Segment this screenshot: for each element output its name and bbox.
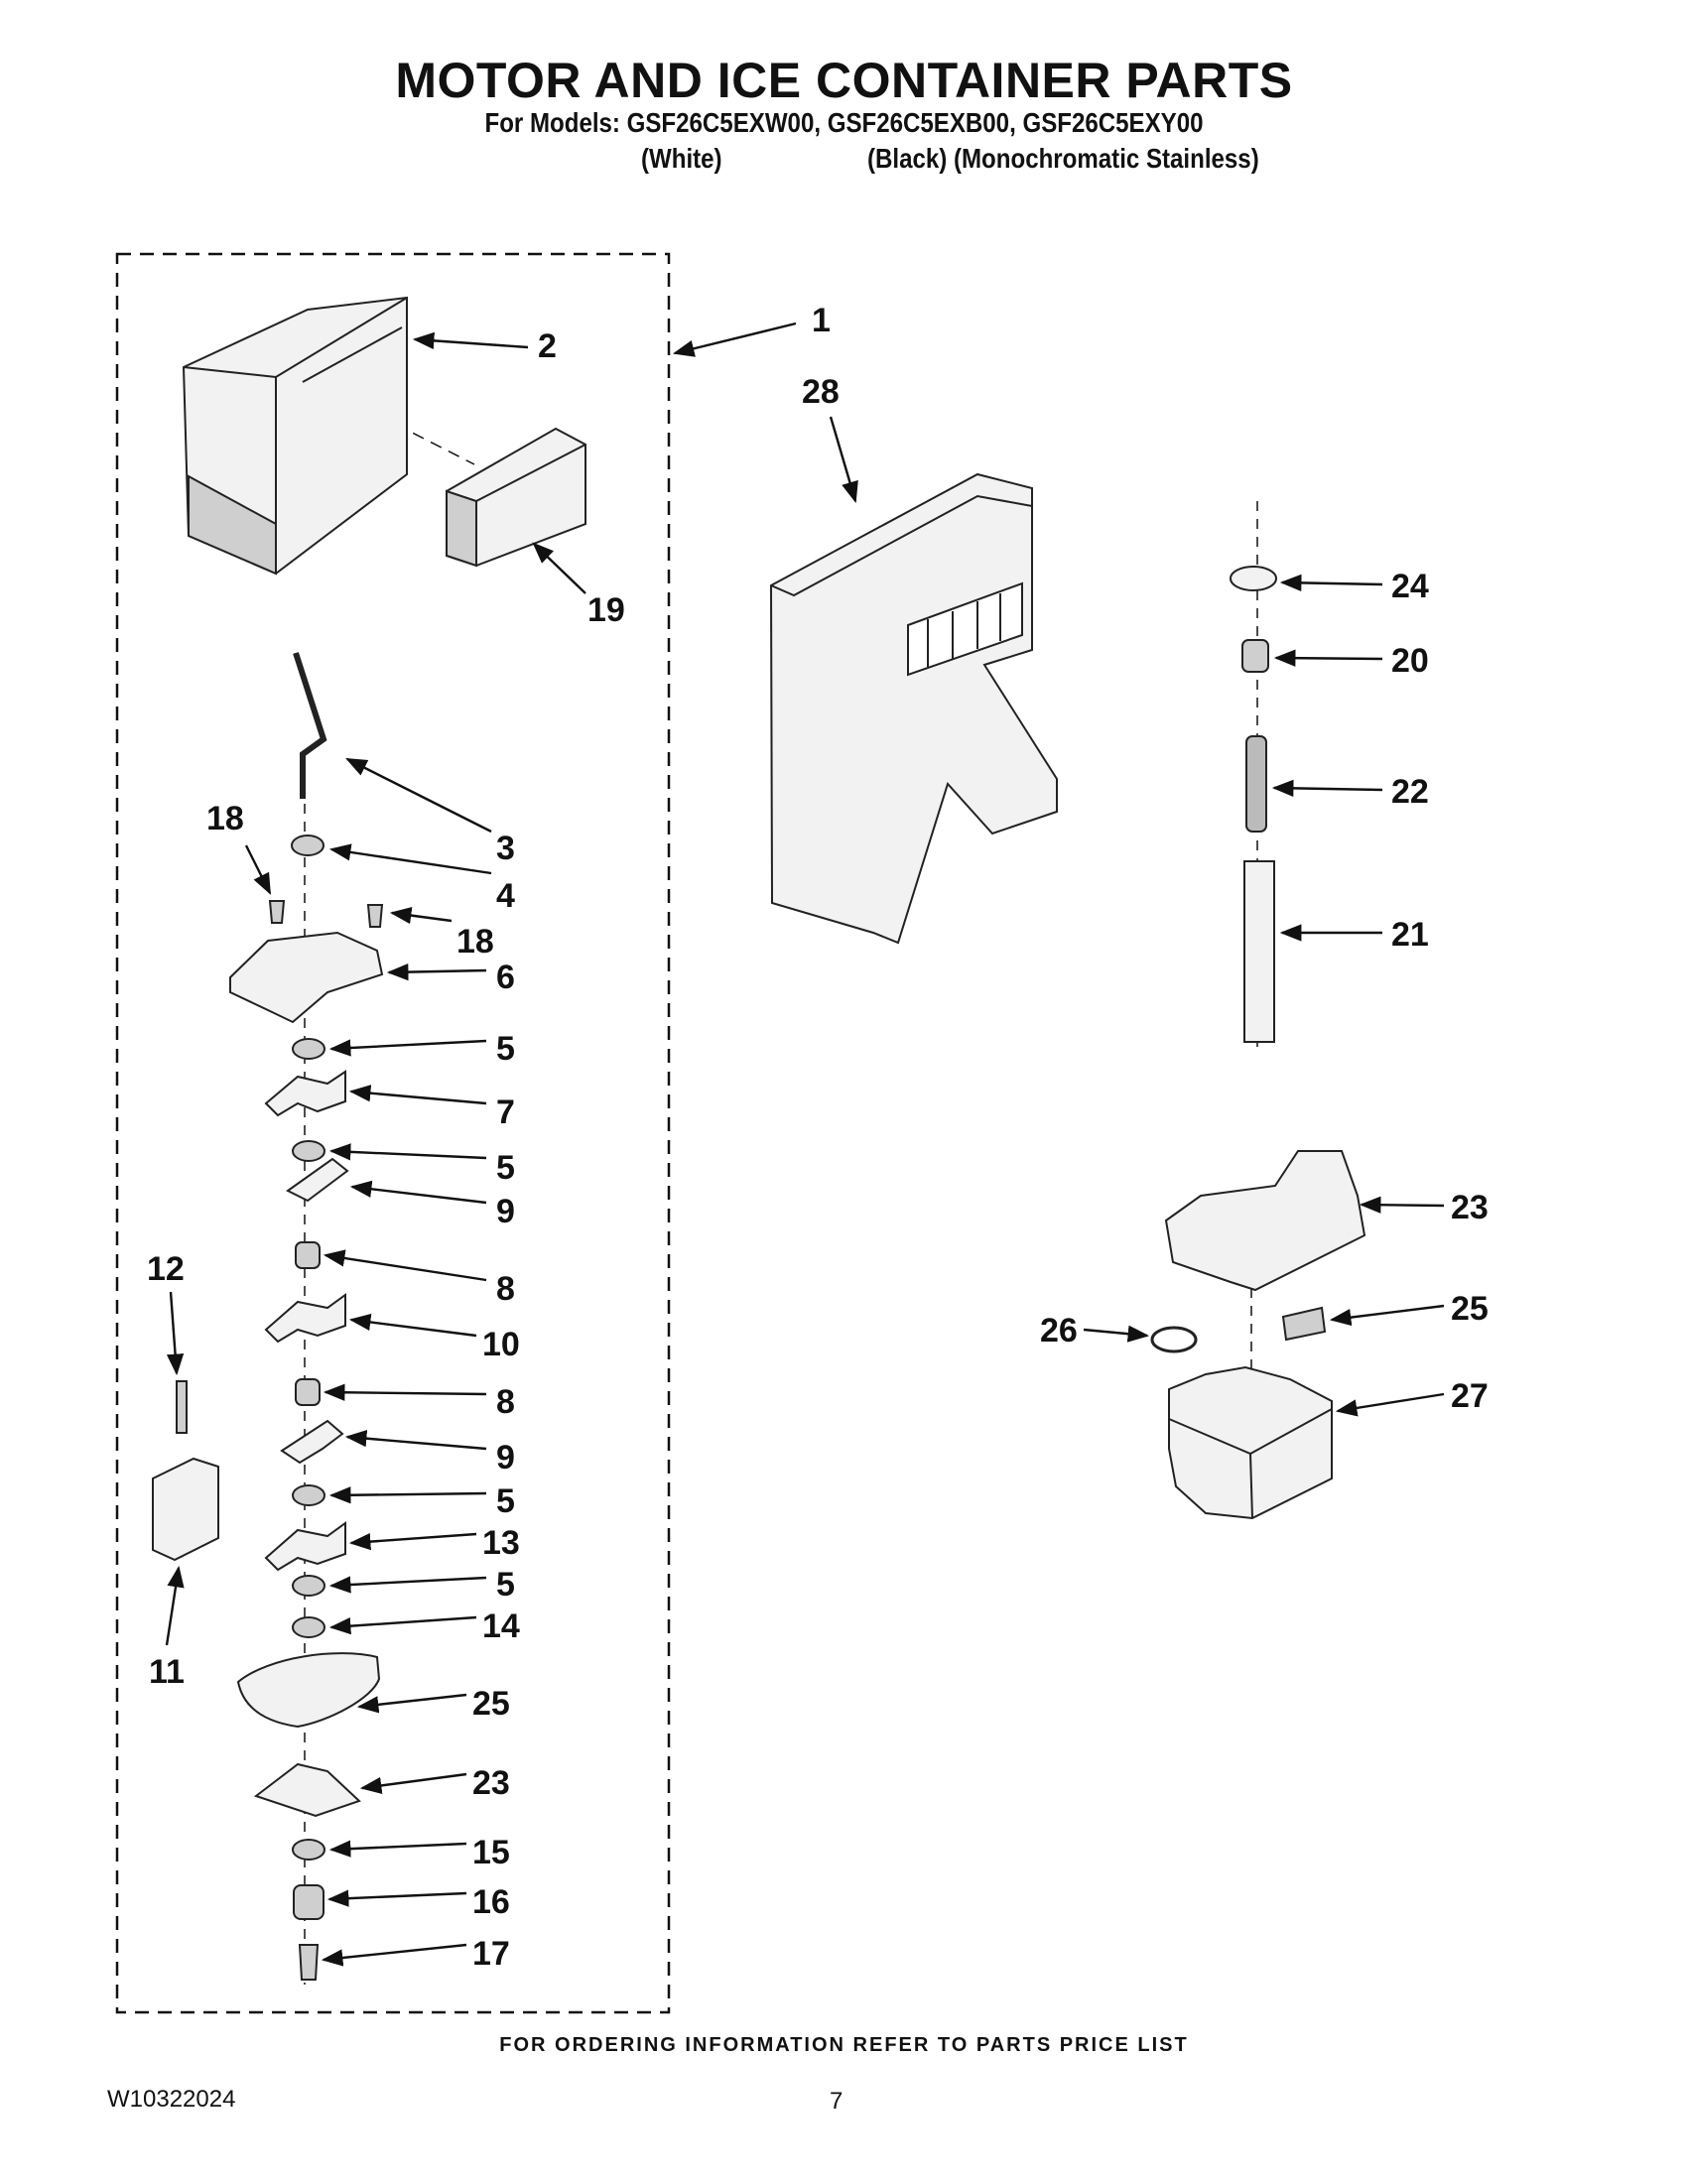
spacer-15 [292,1839,325,1861]
callout-3: 3 [496,830,515,867]
ice-container-part [182,296,408,576]
gasket-26 [1150,1326,1198,1353]
spacer-5c [292,1484,325,1506]
callout-5a: 5 [496,1030,515,1068]
callout-7: 7 [496,1093,515,1131]
screw-18a [268,900,286,924]
screw-18b [366,904,384,928]
callout-27: 27 [1451,1377,1489,1415]
callout-20: 20 [1391,642,1429,680]
callout-2: 2 [538,327,557,365]
callout-15: 15 [472,1834,510,1871]
spring-22 [1245,735,1267,833]
callout-8a: 8 [496,1270,515,1308]
blade-support-part [229,931,384,1024]
auger-assembly-boundary [115,252,671,2014]
pin-12 [176,1380,188,1434]
variant-black-mono: (Black) (Monochromatic Stainless) [867,143,1259,174]
spacer-5a [292,1038,325,1060]
callout-18b: 18 [456,923,494,961]
callout-28: 28 [802,373,840,411]
callout-14: 14 [482,1607,520,1645]
insulator-25-right [1281,1306,1327,1342]
callout-22: 22 [1391,773,1429,811]
callout-16: 16 [472,1883,510,1921]
bracket-23-left [253,1762,361,1818]
page-number: 7 [830,2088,844,2115]
callout-5c: 5 [496,1482,515,1520]
callout-18a: 18 [206,800,244,837]
callout-5b: 5 [496,1149,515,1187]
blade-10 [264,1293,346,1344]
callout-13: 13 [482,1524,520,1562]
rail-part [446,427,586,568]
bearing-20 [1241,639,1269,673]
callout-6: 6 [496,959,515,996]
auger-rod-part [293,652,327,799]
callout-9a: 9 [496,1193,515,1230]
models-line: For Models: GSF26C5EXW00, GSF26C5EXB00, … [484,107,1204,138]
callout-25a: 25 [472,1685,510,1723]
callout-24: 24 [1391,568,1429,605]
callout-10: 10 [482,1326,520,1363]
ordering-note: FOR ORDERING INFORMATION REFER TO PARTS … [499,2034,1189,2056]
variant-white: (White) [641,143,722,174]
blade-7 [264,1070,346,1117]
callout-12: 12 [147,1250,185,1288]
callout-26: 26 [1040,1312,1078,1349]
housing-part [769,472,1058,945]
callout-23a: 23 [472,1764,510,1802]
bracket-23-right [1164,1150,1366,1292]
blade-9a [286,1157,349,1203]
callout-17: 17 [472,1935,510,1973]
coupler-16 [293,1884,325,1920]
bushing-8a [295,1241,321,1269]
callout-21: 21 [1391,916,1429,954]
callout-4: 4 [496,877,515,915]
blade-9b [280,1419,344,1465]
bushing-8b [295,1378,321,1406]
callout-19: 19 [587,591,625,629]
callout-23b: 23 [1451,1189,1489,1226]
callout-25b: 25 [1451,1290,1489,1328]
callout-11: 11 [149,1653,185,1691]
blade-13 [264,1521,346,1572]
callout-labels: 1 2 19 28 3 4 18 18 6 5 7 5 9 8 10 8 9 5… [147,302,1489,1973]
retainer-24 [1230,566,1277,591]
callout-5d: 5 [496,1566,515,1604]
document-number: W10322024 [107,2086,236,2113]
spacer-5d [292,1575,325,1597]
spacer-5b [292,1140,325,1162]
callout-9b: 9 [496,1439,515,1477]
guard-25-part [236,1652,381,1729]
page-title: MOTOR AND ICE CONTAINER PARTS [395,53,1293,108]
motor-27 [1168,1365,1333,1520]
block-11 [152,1457,219,1562]
callout-1: 1 [812,302,831,339]
spacer-14 [292,1616,325,1638]
spacer-4 [291,835,325,856]
screw-17 [298,1944,320,1981]
leader-lines [165,321,1445,1967]
drive-shaft-21 [1243,860,1275,1043]
callout-8b: 8 [496,1383,515,1421]
